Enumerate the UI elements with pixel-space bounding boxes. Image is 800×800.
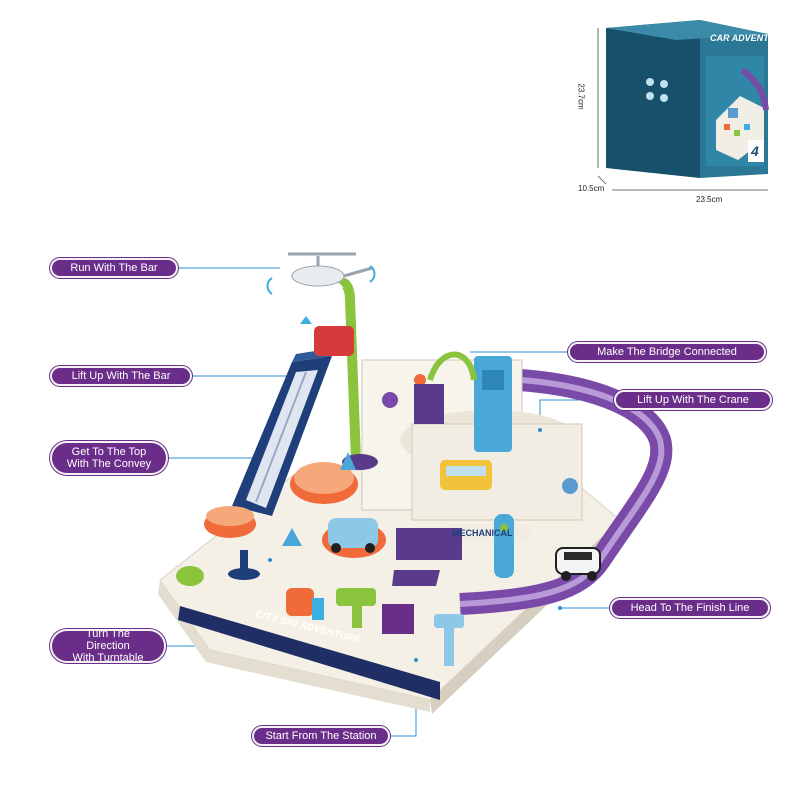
central-building <box>361 351 583 586</box>
box-height-label: 23.7cm <box>576 83 586 110</box>
callout-run-with-bar: Run With The Bar <box>50 258 178 278</box>
callout-run-with-bar-text: Run With The Bar <box>70 262 158 274</box>
callout-turntable-line2: With Turntable <box>72 652 144 664</box>
leader-dots <box>268 428 562 662</box>
callout-station-text: Start From The Station <box>265 730 377 742</box>
callout-bridge-text: Make The Bridge Connected <box>597 346 737 358</box>
box-title: CAR ADVENTURE <box>710 33 788 43</box>
box-depth-label: 10.5cm <box>578 184 605 193</box>
knobs <box>176 452 464 666</box>
box-age-number: 4 <box>751 143 759 159</box>
callout-bridge: Make The Bridge Connected <box>568 342 766 362</box>
callout-finish-line-text: Head To The Finish Line <box>630 602 750 614</box>
turntables <box>204 462 386 558</box>
helicopter-tower <box>266 252 378 470</box>
callout-finish-line: Head To The Finish Line <box>610 598 770 618</box>
callout-crane-text: Lift Up With The Crane <box>637 394 749 406</box>
callout-station: Start From The Station <box>252 726 390 746</box>
callout-conveyor-line1: Get To The Top <box>71 446 147 458</box>
building-sign: MECHANICAL <box>452 528 513 538</box>
police-car <box>555 547 601 581</box>
callout-lift-up-bar: Lift Up With The Bar <box>50 366 192 386</box>
callout-crane: Lift Up With The Crane <box>614 390 772 410</box>
package-box <box>597 20 769 191</box>
callout-turntable-line1: Turn The Direction <box>85 628 131 652</box>
callout-conveyor-line2: With The Convey <box>66 458 152 470</box>
box-width-label: 23.5cm <box>696 195 723 204</box>
callout-turntable: Turn The Direction With Turntable <box>50 628 166 664</box>
callout-conveyor: Get To The Top With The Convey <box>50 441 168 475</box>
callout-lift-up-bar-text: Lift Up With The Bar <box>71 370 171 382</box>
